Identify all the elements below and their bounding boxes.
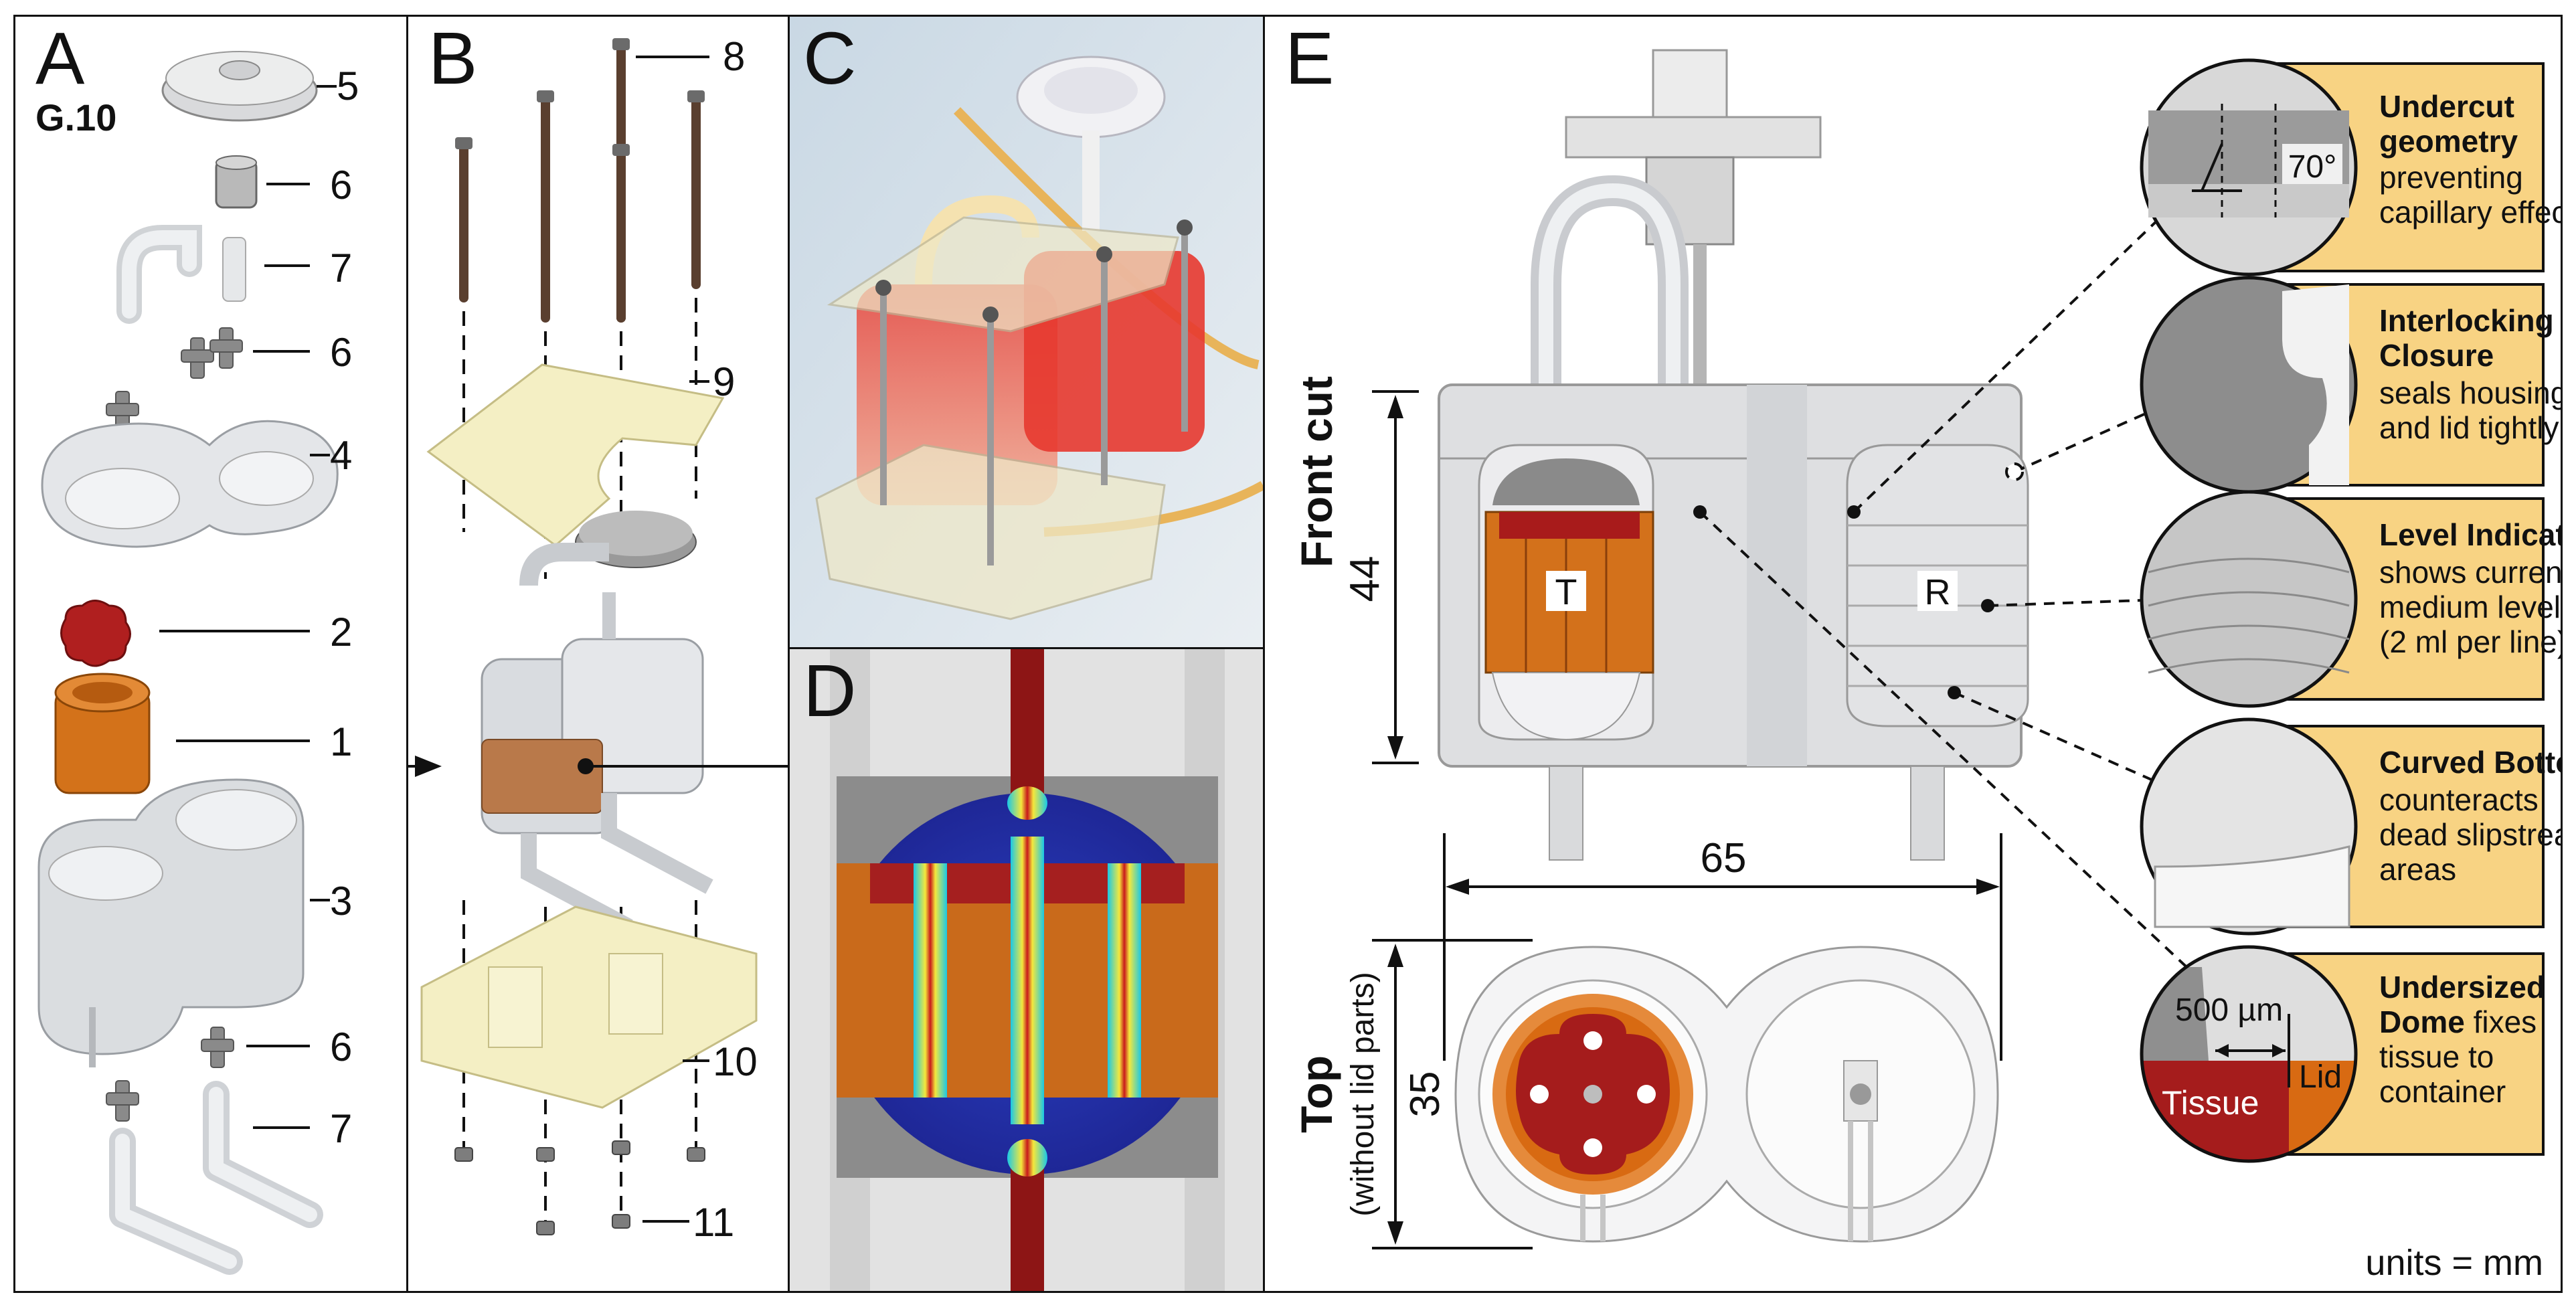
panel-e-drawing: E Front cut Top (without lid parts) 44 (1285, 17, 2561, 1283)
callout-5-desc-2: container (2379, 1074, 2506, 1109)
flow-simulation: D (790, 649, 1263, 1291)
tissue-block-part (54, 673, 151, 794)
top-view-sublabel: (without lid parts) (1345, 972, 1381, 1216)
upper-frame-part (426, 363, 725, 547)
lid-part (41, 420, 339, 548)
panel-c: C (788, 15, 1265, 650)
callout-3-desc-2: medium level (2379, 590, 2561, 624)
screw-heads (455, 38, 705, 156)
photo-chamber: C (790, 17, 1263, 648)
top-view-drawing (1454, 946, 1999, 1243)
callout-1-desc-1: preventing (2379, 160, 2523, 195)
screws-top (459, 39, 701, 323)
callout-undercut: 70° Undercut geometry preventing capilla… (2140, 58, 2561, 276)
part-label-2: 2 (330, 610, 352, 655)
l-tube-part (109, 1081, 323, 1275)
top-view-label: Top (1292, 1055, 1341, 1133)
callout-2-desc-2: and lid tightly (2379, 410, 2559, 445)
nuts-part (454, 1140, 705, 1235)
callout-1-desc-2: capillary effects (2379, 195, 2561, 230)
tube-part (116, 225, 246, 324)
part-label-5: 5 (337, 64, 359, 108)
part-label-6c: 6 (330, 1025, 352, 1069)
callout-level-indicator: Level Indicator shows current medium lev… (2140, 490, 2561, 708)
tissue-inset-label: Tissue (2162, 1084, 2259, 1122)
part-label-8: 8 (723, 34, 745, 79)
part-label-1: 1 (330, 719, 352, 764)
part-label-7a: 7 (330, 246, 352, 290)
lid-inset-label: Lid (2299, 1059, 2342, 1095)
part-label-6b: 6 (330, 330, 352, 375)
part-label-11: 11 (693, 1200, 734, 1245)
panel-a: A G.10 5 6 7 (13, 15, 408, 1293)
callout-4-desc-1: counteracts (2379, 782, 2539, 817)
panel-b: B 8 (406, 15, 790, 1293)
callout-interlocking: Interlocking Closure seals housing and l… (2140, 276, 2561, 494)
width-value: 65 (1701, 835, 1747, 881)
dome-part (60, 600, 131, 667)
callout-leaders (1693, 183, 2217, 995)
callout-3-title-1: Level Indicator (2379, 517, 2561, 552)
part-label-4: 4 (330, 433, 352, 478)
part-label-9: 9 (713, 359, 735, 404)
chamber-t-label: T (1555, 572, 1577, 612)
panel-d: D (788, 647, 1265, 1293)
housing-part (37, 778, 305, 1067)
fitting-part (106, 327, 243, 432)
part-label-6a: 6 (330, 163, 352, 207)
part-label-7b: 7 (330, 1106, 352, 1151)
dimension-depth (1372, 939, 1533, 1249)
callout-undersized-dome: 500 µm Lid Tissue Undersized Dome fixes … (2140, 945, 2545, 1163)
svg-text:Dome fixes: Dome fixes (2379, 1005, 2537, 1039)
panel-b-letter: B (428, 17, 477, 100)
dimension-height (1372, 390, 1419, 764)
callout-5-desc-1: tissue to (2379, 1039, 2494, 1074)
part-label-3: 3 (330, 879, 352, 924)
panel-d-letter: D (803, 650, 856, 732)
chamber-r-label: R (1925, 572, 1951, 612)
callout-3-desc-1: shows current (2379, 555, 2561, 590)
depth-value: 35 (1402, 1071, 1448, 1118)
callout-2-title-1: Interlocking (2379, 303, 2554, 338)
callout-3-desc-3: (2 ml per line) (2379, 624, 2561, 659)
undercut-angle: 70° (2288, 149, 2337, 185)
callout-5-title-2: Dome (2379, 1005, 2465, 1039)
callout-5-title-suffix: fixes (2465, 1005, 2537, 1039)
assembled-chamber (481, 543, 713, 934)
callout-2-desc-1: seals housing (2379, 375, 2561, 410)
callout-5-title-1: Undersized (2379, 970, 2545, 1005)
callout-2-title-2: Closure (2379, 338, 2494, 373)
part-label-10: 10 (713, 1039, 758, 1084)
callout-4-desc-2: dead slipstream (2379, 817, 2561, 852)
callout-1-title-1: Undercut (2379, 89, 2514, 124)
filter-disc-part (161, 51, 318, 122)
callout-4-title-1: Curved Bottom (2379, 745, 2561, 780)
lower-frame-part (420, 905, 758, 1109)
panel-c-letter: C (803, 17, 856, 100)
panel-a-letter: A (35, 17, 85, 100)
gap-label: 500 µm (2175, 992, 2283, 1028)
panel-a-drawing: A G.10 5 6 7 (35, 17, 359, 1275)
callout-curved-bottom: Curved Bottom counteracts dead slipstrea… (2140, 717, 2561, 936)
front-cut-drawing: T R (1438, 49, 2029, 861)
dimension-width (1443, 833, 2002, 1061)
variant-label: G.10 (35, 96, 116, 139)
panel-b-drawing: B 8 (408, 17, 788, 1245)
height-value: 44 (1342, 556, 1388, 602)
callout-1-title-2: geometry (2379, 124, 2518, 159)
connector-part (215, 155, 258, 209)
callout-4-desc-3: areas (2379, 852, 2456, 887)
panel-e: E Front cut Top (without lid parts) 44 (1263, 15, 2563, 1293)
fitting-bottom-part (106, 1027, 234, 1122)
units-label: units = mm (2365, 1243, 2543, 1283)
front-cut-label: Front cut (1292, 376, 1341, 568)
panel-e-letter: E (1285, 17, 1334, 100)
